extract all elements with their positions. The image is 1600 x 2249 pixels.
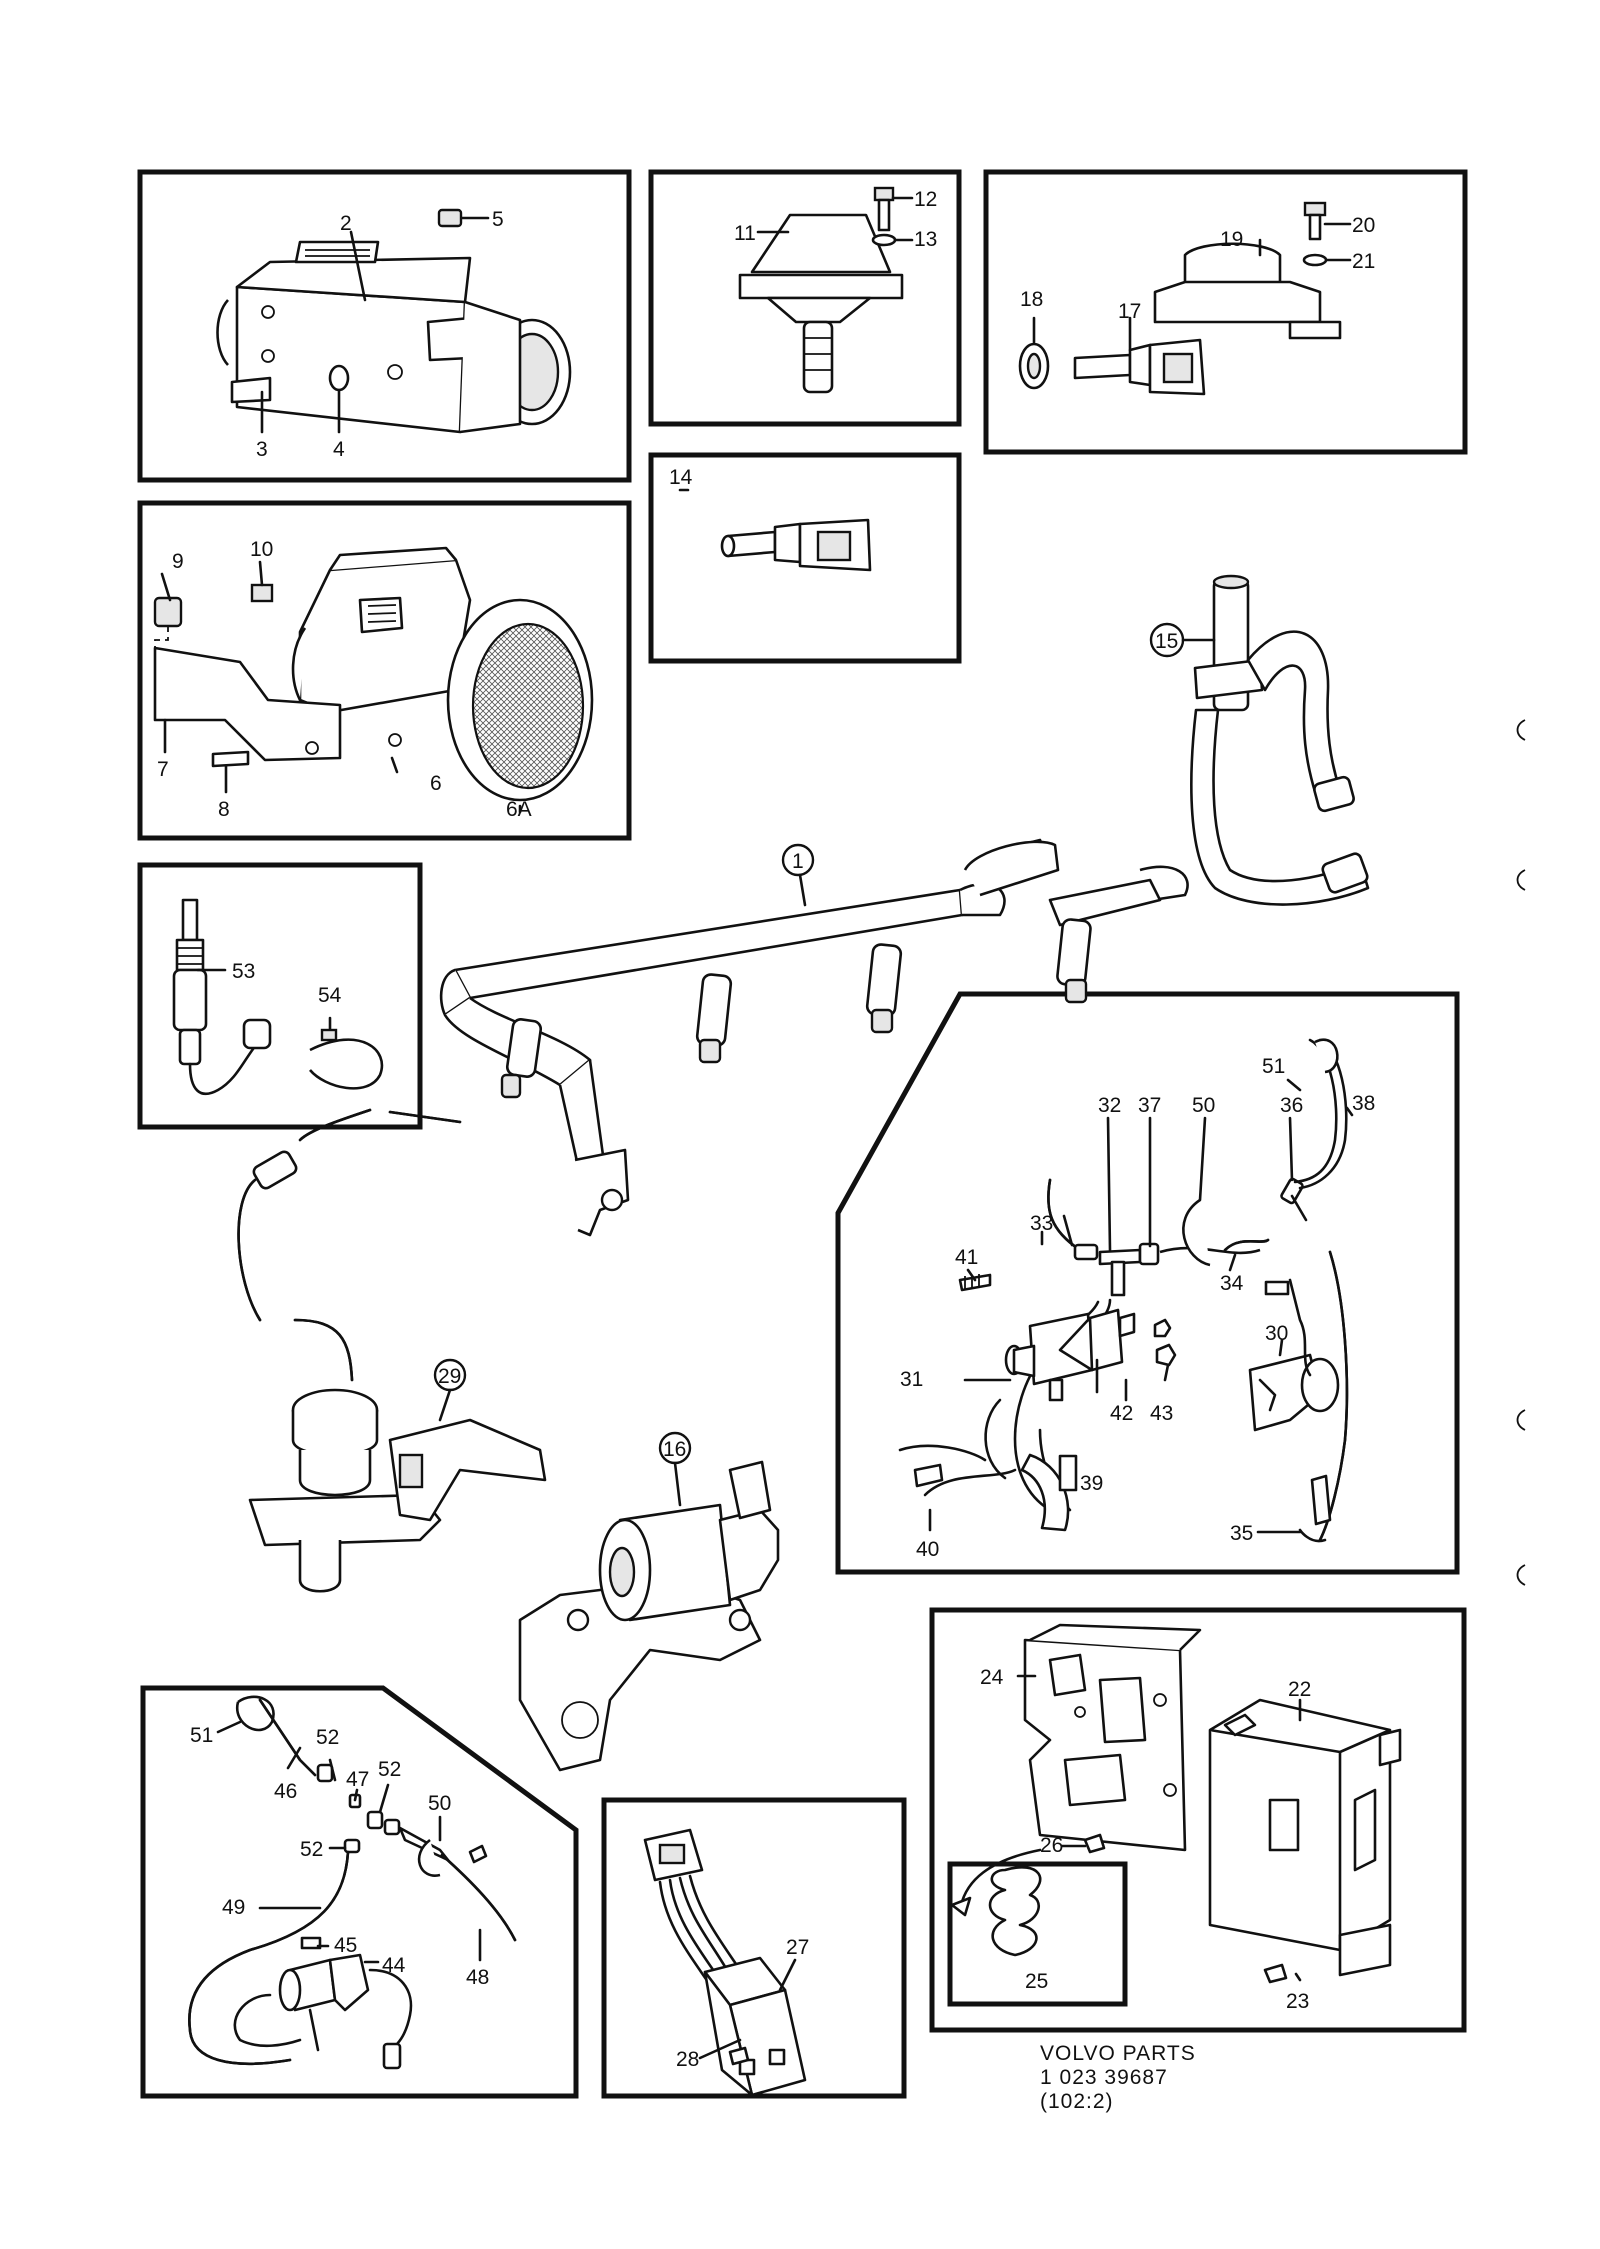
label-26: 26: [1040, 1834, 1063, 1857]
label-7: 7: [157, 758, 169, 781]
label-1: 1: [792, 850, 804, 873]
label-32: 32: [1098, 1094, 1121, 1117]
label-8: 8: [218, 798, 230, 821]
panel-sensor-14-frame: [648, 452, 962, 664]
panel-lambda-sensor-frame: [137, 862, 423, 1130]
label-12: 12: [914, 188, 937, 211]
label-52-b: 52: [378, 1758, 401, 1781]
label-36: 36: [1280, 1094, 1303, 1117]
label-20: 20: [1352, 214, 1375, 237]
label-21: 21: [1352, 250, 1375, 273]
label-46: 46: [274, 1780, 297, 1803]
pressure-regulator-29: [237, 1108, 547, 1593]
label-35: 35: [1230, 1522, 1253, 1545]
label-4: 4: [333, 438, 345, 461]
label-51-lower: 51: [190, 1724, 213, 1747]
label-42: 42: [1110, 1402, 1133, 1425]
label-14: 14: [669, 466, 693, 489]
label-30: 30: [1265, 1322, 1288, 1345]
label-40: 40: [916, 1538, 939, 1561]
label-10: 10: [250, 538, 273, 561]
label-3: 3: [256, 438, 268, 461]
label-22: 22: [1288, 1678, 1311, 1701]
valve-44-assembly: [188, 1695, 517, 2070]
panel-connector-27-frame: [601, 1797, 907, 2099]
valve-39-assembly: [898, 1038, 1354, 1543]
footer-line-3: (102:2): [1040, 2090, 1114, 2113]
label-19: 19: [1220, 228, 1243, 251]
panel-sensor-11-frame: [648, 169, 962, 427]
label-52-c: 52: [300, 1838, 323, 1861]
panel-sensor-17-frame: [983, 169, 1468, 455]
label-50-lower: 50: [428, 1792, 451, 1815]
label-54: 54: [318, 984, 342, 1007]
label-39: 39: [1080, 1472, 1103, 1495]
footer-line-1: VOLVO PARTS: [1040, 2042, 1196, 2065]
label-31: 31: [900, 1368, 923, 1391]
panel-control-unit-frame: [929, 1607, 1467, 2033]
label-18: 18: [1020, 288, 1043, 311]
label-15: 15: [1155, 630, 1178, 653]
label-51-upper: 51: [1262, 1055, 1285, 1078]
pressure-sensor-11: [738, 186, 914, 394]
label-38: 38: [1352, 1092, 1375, 1115]
idle-valve-16: [518, 1431, 780, 1772]
label-29: 29: [438, 1365, 461, 1388]
panel-valve-39-frame: [835, 991, 1460, 1575]
panel-frames: [137, 169, 1468, 2099]
label-24: 24: [980, 1666, 1004, 1689]
temperature-sensor-17-19: [1018, 201, 1352, 396]
label-11: 11: [734, 222, 756, 245]
label-27: 27: [786, 1936, 809, 1959]
temperature-sensor-14: [678, 488, 872, 572]
label-33: 33: [1030, 1212, 1053, 1235]
label-45: 45: [334, 1934, 357, 1957]
panel-mass-meter-6-frame: [137, 500, 632, 841]
label-9: 9: [172, 550, 184, 573]
label-2: 2: [340, 212, 352, 235]
margin-marks: [1516, 719, 1526, 1586]
label-6a: 6A: [506, 798, 532, 821]
label-16: 16: [663, 1438, 686, 1461]
label-6: 6: [430, 772, 442, 795]
label-37: 37: [1138, 1094, 1161, 1117]
label-23: 23: [1286, 1990, 1309, 2013]
hose-15: [1149, 574, 1370, 906]
label-49: 49: [222, 1896, 245, 1919]
label-43: 43: [1150, 1402, 1173, 1425]
inset-25-frame: [947, 1861, 1128, 2007]
label-34: 34: [1220, 1272, 1244, 1295]
label-48: 48: [466, 1966, 489, 1989]
label-41: 41: [955, 1246, 978, 1269]
control-unit-assembly: [950, 1623, 1402, 1984]
label-13: 13: [914, 228, 937, 251]
label-25: 25: [1025, 1970, 1048, 1993]
air-mass-meter-assembly: [216, 208, 572, 434]
label-17: 17: [1118, 300, 1141, 323]
panel-valve-44-frame: [140, 1685, 579, 2099]
label-47: 47: [346, 1768, 369, 1791]
fuel-rail-1: [439, 838, 1189, 1237]
air-mass-meter-6: [153, 546, 594, 814]
label-52-a: 52: [316, 1726, 339, 1749]
label-5: 5: [492, 208, 504, 231]
label-28: 28: [676, 2048, 699, 2071]
label-53: 53: [232, 960, 255, 983]
lambda-sensor-53-54: [172, 898, 384, 1096]
injectors: [500, 918, 1092, 1099]
label-50-upper: 50: [1192, 1094, 1215, 1117]
connector-27-assembly: [643, 1828, 807, 2097]
footer-line-2: 1 023 39687: [1040, 2066, 1168, 2089]
panel-air-mass-meter-frame: [137, 169, 632, 483]
label-44: 44: [382, 1954, 406, 1977]
